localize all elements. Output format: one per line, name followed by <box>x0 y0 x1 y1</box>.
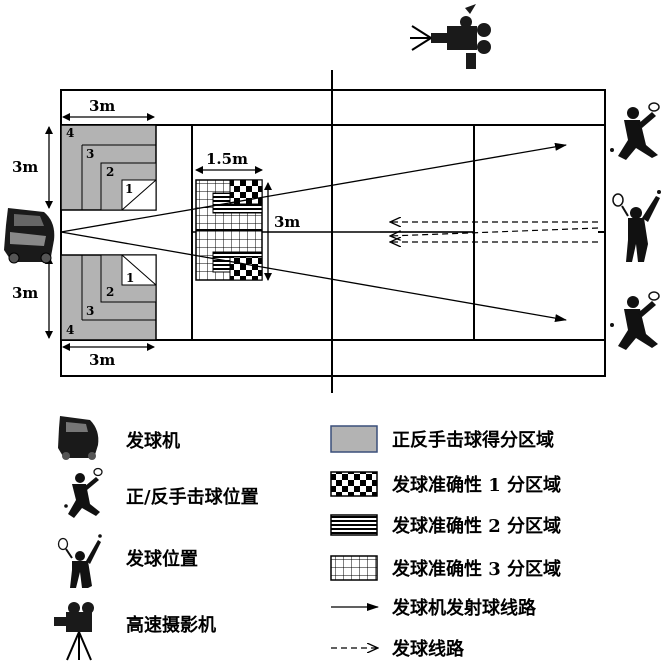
dim-bottom-zone-height: 3m <box>12 284 38 302</box>
serve-player-icon <box>612 190 661 262</box>
legend-accuracy-1-swatch <box>330 471 378 497</box>
legend-accuracy-2-label: 发球准确性 2 分区域 <box>391 515 561 537</box>
stroke-player-bottom-icon <box>610 291 660 350</box>
legend-stroke-position-label: 正/反手击球位置 <box>126 486 259 508</box>
dim-grid-width: 1.5m <box>206 150 248 168</box>
legend-camera-icon <box>54 602 94 661</box>
dim-top-zone-width: 3m <box>89 97 115 115</box>
legend-serve-player-icon <box>57 534 102 588</box>
zone-top-level-2: 2 <box>106 165 114 179</box>
zone-bottom-level-2: 2 <box>106 285 114 299</box>
legend-scoring-zone-swatch <box>330 425 378 453</box>
zone-bottom-level-1: 1 <box>126 271 134 285</box>
legend-scoring-zone-label: 正反手击球得分区域 <box>392 429 554 451</box>
legend-accuracy-2-swatch <box>330 514 378 536</box>
dim-bottom-zone-width: 3m <box>89 351 115 369</box>
legend-camera-label: 高速摄影机 <box>126 614 216 636</box>
zone-bottom-level-4: 4 <box>66 323 74 337</box>
legend-machine-icon <box>58 416 99 460</box>
stroke-player-top-icon <box>610 102 660 160</box>
legend-accuracy-1-label: 发球准确性 1 分区域 <box>391 474 561 496</box>
dim-grid-height: 3m <box>274 213 300 231</box>
serve-accuracy-grid <box>195 179 263 281</box>
high-speed-camera-icon <box>410 4 491 69</box>
legend-serve-route-label: 发球线路 <box>391 638 465 660</box>
ball-machine-icon <box>4 208 55 264</box>
zone-top-level-4: 4 <box>66 126 74 140</box>
legend-machine-route-label: 发球机发射球线路 <box>391 597 537 619</box>
zone-top-level-3: 3 <box>86 147 94 161</box>
scoring-zone-bottom: 1 2 3 4 <box>60 254 157 341</box>
legend-serve-position-label: 发球位置 <box>125 548 198 570</box>
legend-accuracy-3-label: 发球准确性 3 分区域 <box>391 558 561 580</box>
legend-stroke-player-icon <box>64 467 103 518</box>
legend-machine-label: 发球机 <box>125 430 180 452</box>
zone-bottom-level-3: 3 <box>86 304 94 318</box>
scoring-zone-top: 4 3 2 1 <box>60 124 157 211</box>
dim-top-zone-height: 3m <box>12 158 38 176</box>
legend-accuracy-3-swatch <box>330 555 378 581</box>
zone-top-level-1: 1 <box>125 182 133 196</box>
serve-paths <box>390 222 599 242</box>
machine-launch-paths <box>60 142 567 323</box>
dimension-markers <box>45 113 272 351</box>
court <box>60 70 606 393</box>
